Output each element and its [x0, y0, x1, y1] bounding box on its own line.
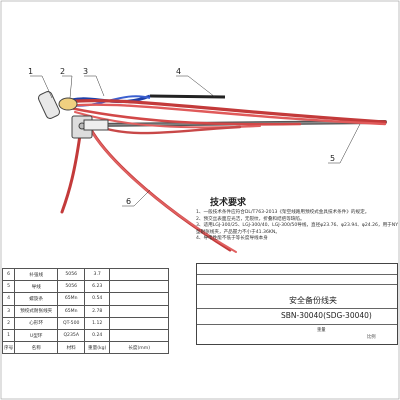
part-cell: 5056	[57, 267, 86, 282]
part-cell: 3.7	[84, 267, 111, 282]
callout-5: 5	[330, 154, 335, 163]
product-code: SBN-30040(SDG-30040)	[281, 311, 372, 320]
header-cell: 重量(kg)	[84, 341, 111, 355]
title-block-line	[197, 274, 397, 275]
header-cell: 材料	[57, 341, 86, 355]
part-cell: QT-500	[57, 316, 86, 330]
part-cell: 5056	[57, 280, 86, 294]
part-cell: 4	[1, 292, 16, 306]
title-block-line	[197, 284, 397, 285]
part-cell	[109, 280, 170, 294]
callout-leaders	[30, 75, 361, 207]
weight-label: 重量	[317, 328, 326, 333]
fittings	[37, 91, 109, 139]
part-cell	[109, 316, 170, 330]
heart-ring	[58, 97, 78, 111]
requirement-item: 1、一般技术条件应符合DL/T763-2013《架空线路用预绞式金具技术条件》的…	[196, 210, 370, 216]
part-cell	[109, 328, 170, 343]
table-row: 2 心形环 QT-500 1.12	[1, 316, 170, 330]
header-cell: 序号	[1, 341, 16, 355]
helical-rod-end	[149, 94, 226, 99]
part-cell: 6.23	[84, 280, 111, 294]
table-row: 4 螺旋条 65Mn 0.54	[1, 292, 170, 306]
part-cell: U型环	[14, 328, 59, 343]
callout-2: 2	[60, 67, 65, 76]
part-cell: Q235A	[57, 328, 86, 343]
header-cell: 长度(mm)	[109, 341, 170, 355]
title-block: 安全备份线夹 SBN-30040(SDG-30040) 重量 比例	[196, 263, 398, 345]
requirement-item: 2、预交丝表面应光洁，无裂纹，折叠和结疤等缺陷。	[196, 216, 305, 222]
u-ring	[37, 91, 61, 119]
callout-6: 6	[126, 197, 131, 206]
callout-3: 3	[83, 67, 88, 76]
requirements-title: 技术要求	[210, 198, 247, 208]
part-cell: 2.78	[84, 304, 111, 318]
title-block-line	[197, 324, 397, 325]
part-cell: 导线	[14, 280, 59, 294]
part-cell: 6	[1, 267, 16, 282]
callout-4: 4	[176, 67, 181, 76]
requirement-item: 4、导电性能不低于等长度导线本身	[196, 236, 268, 242]
table-row: 1 U型环 Q235A 0.24	[1, 328, 170, 343]
header-cell: 名称	[14, 341, 59, 355]
part-cell: 心形环	[14, 316, 59, 330]
part-cell	[109, 267, 170, 282]
scale-label: 比例	[367, 335, 376, 340]
part-cell: 3	[1, 304, 16, 318]
part-cell: 2	[1, 316, 16, 330]
table-row: 5 导线 5056 6.23	[1, 280, 170, 294]
part-cell: 5	[1, 280, 16, 294]
table-row: 6 补强线 5056 3.7	[1, 267, 170, 282]
part-cell	[109, 304, 170, 318]
part-cell: 0.24	[84, 328, 111, 343]
table-header-row: 序号 名称 材料 重量(kg) 长度(mm)	[1, 341, 170, 355]
part-cell: 65Mn	[57, 304, 86, 318]
part-cell: 0.54	[84, 292, 111, 306]
table-row: 3 预绞式耐张线夹 65Mn 2.78	[1, 304, 170, 318]
part-cell	[109, 292, 170, 306]
part-cell: 螺旋条	[14, 292, 59, 306]
part-cell: 补强线	[14, 267, 59, 282]
callout-1: 1	[28, 67, 33, 76]
title-block-line	[197, 308, 397, 309]
part-cell: 预绞式耐张线夹	[14, 304, 59, 318]
requirement-item: 3、适用LGJ-300/25、LGJ-300/40、LGJ-300/50导线，直…	[196, 223, 399, 235]
technical-requirements: 技术要求 1、一般技术条件应符合DL/T763-2013《架空线路用预绞式金具技…	[196, 198, 399, 242]
product-name: 安全备份线夹	[289, 296, 337, 305]
part-cell: 65Mn	[57, 292, 86, 306]
part-cell: 1	[1, 328, 16, 343]
part-cell: 1.12	[84, 316, 111, 330]
parts-list: 6 补强线 5056 3.7 5 导线 5056 6.23 4 螺旋条 65Mn…	[1, 267, 170, 355]
